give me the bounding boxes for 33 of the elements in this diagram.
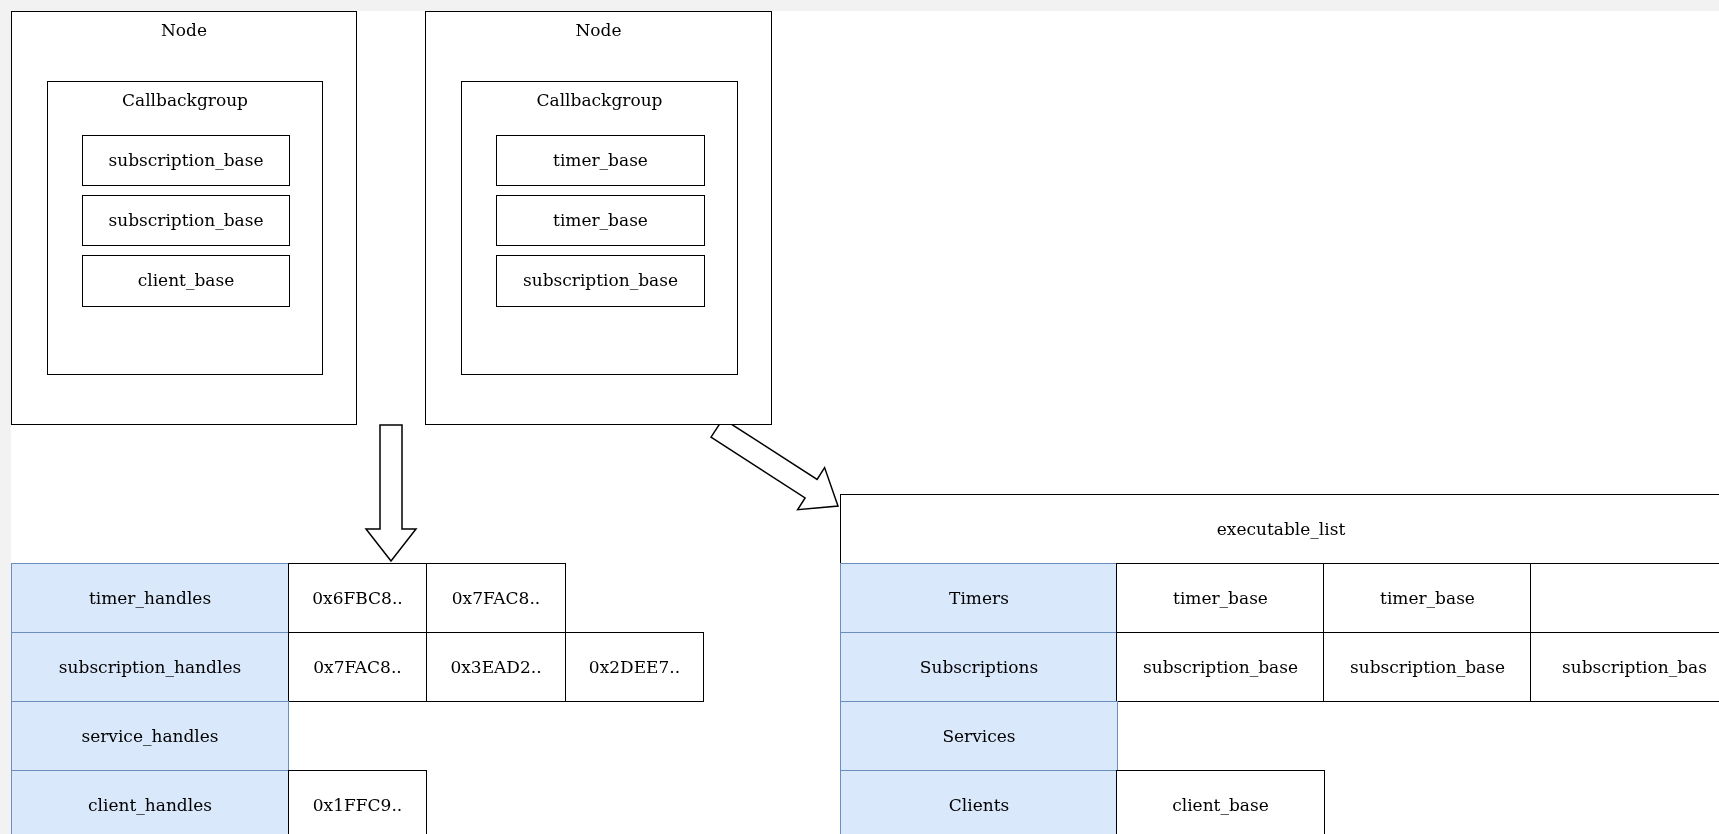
group-title: Callbackgroup xyxy=(121,90,249,110)
row-header: Services xyxy=(840,701,1118,771)
class-box: timer_base xyxy=(496,135,705,186)
row-header: Subscriptions xyxy=(840,632,1118,702)
row-header: subscription_handles xyxy=(11,632,289,702)
group-title: Node xyxy=(159,20,209,40)
node-container xyxy=(11,11,357,425)
table-cell: 0x7FAC8.. xyxy=(426,563,566,633)
table-cell: client_base xyxy=(1116,770,1325,834)
table-cell: subscription_base xyxy=(1323,632,1532,702)
table-cell: 0x6FBC8.. xyxy=(288,563,427,633)
row-header: service_handles xyxy=(11,701,289,771)
group-container xyxy=(461,81,738,375)
table-cell: 0x1FFC9.. xyxy=(288,770,427,834)
table-cell: 0x2DEE7.. xyxy=(565,632,704,702)
table-cell: 0x7FAC8.. xyxy=(288,632,427,702)
group-title: Callbackgroup xyxy=(535,90,664,110)
row-header: timer_handles xyxy=(11,563,289,633)
row-header: Timers xyxy=(840,563,1118,633)
group-title: Node xyxy=(574,20,623,40)
block-arrow xyxy=(364,424,418,563)
class-box: client_base xyxy=(82,255,290,307)
class-box: subscription_base xyxy=(82,135,290,186)
row-header: client_handles xyxy=(11,770,289,834)
table-cell: subscription_bas xyxy=(1530,632,1719,702)
table-cell: subscription_base xyxy=(1116,632,1325,702)
table-title: executable_list xyxy=(840,494,1719,564)
class-box: subscription_base xyxy=(496,255,705,307)
node-container xyxy=(425,11,772,425)
group-container xyxy=(47,81,323,375)
row-header: Clients xyxy=(840,770,1118,834)
class-box: subscription_base xyxy=(82,195,290,246)
class-box: timer_base xyxy=(496,195,705,246)
